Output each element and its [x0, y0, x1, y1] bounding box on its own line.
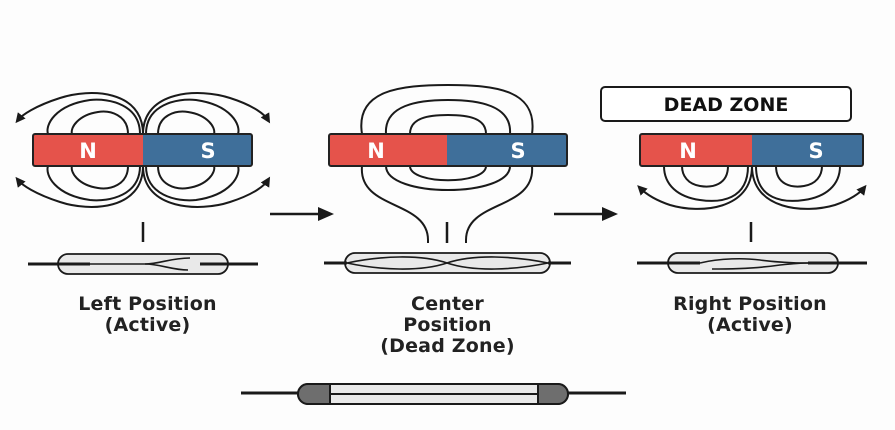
label-line: (Active): [707, 314, 793, 336]
reed-switch-right-closed: [637, 252, 867, 274]
south-pole: [447, 134, 567, 166]
magnet-left: N S: [32, 133, 253, 167]
position-label-right: Right Position (Active): [630, 294, 870, 336]
label-line: Left Position: [78, 293, 217, 315]
south-label: S: [510, 139, 525, 163]
position-label-left: Left Position (Active): [30, 294, 265, 336]
north-label: N: [367, 139, 385, 163]
field-lines-left: [15, 92, 271, 208]
end-cap-right: [537, 383, 570, 405]
north-pole: [640, 134, 752, 166]
label-line: Position: [403, 314, 492, 336]
label-line: (Dead Zone): [380, 335, 515, 357]
left-panel: N S: [15, 92, 271, 275]
center-panel: N S: [324, 83, 571, 274]
reed-switch-left-closed: [28, 253, 258, 275]
north-pole: [329, 134, 447, 166]
reed-switch-center-open: [324, 252, 571, 274]
north-label: N: [679, 139, 697, 163]
dead-zone-label: DEAD ZONE: [664, 94, 789, 116]
south-label: S: [200, 139, 215, 163]
position-label-center: Center Position (Dead Zone): [330, 294, 565, 357]
reed-switch-reference: [241, 383, 626, 405]
field-lines-right: [637, 165, 867, 210]
south-label: S: [808, 139, 823, 163]
field-lines-center: [360, 83, 534, 243]
right-panel: DEAD ZONE N S: [600, 86, 867, 274]
south-pole: [143, 134, 252, 166]
label-line: Center: [411, 293, 484, 315]
south-pole: [752, 134, 863, 166]
dead-zone-badge: DEAD ZONE: [600, 86, 852, 122]
label-line: Right Position: [673, 293, 827, 315]
north-pole: [33, 134, 143, 166]
end-cap-left: [296, 383, 331, 405]
label-line: (Active): [104, 314, 191, 336]
magnet-center: N S: [328, 133, 568, 167]
north-label: N: [79, 139, 97, 163]
magnet-right: N S: [639, 133, 864, 167]
